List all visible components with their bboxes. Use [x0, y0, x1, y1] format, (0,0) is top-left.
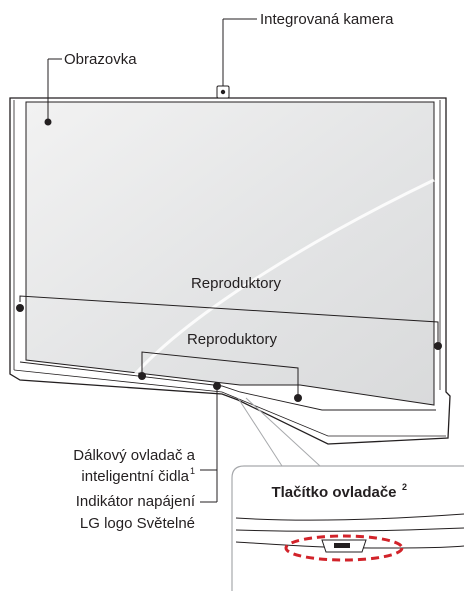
- speaker-right-dot: [434, 342, 442, 350]
- joystick-detail-bezel-top: [235, 513, 464, 521]
- speakers-bottom-leader: [141, 351, 299, 396]
- tv-bottom-edge: [13, 369, 446, 437]
- joystick-title: Tlačítko ovladače: [271, 484, 396, 501]
- screen: [25, 101, 435, 406]
- callout-line-right: [245, 397, 321, 467]
- joystick-title-sup: 2: [402, 482, 407, 492]
- power-label-line2: LG logo Světelné: [80, 515, 195, 532]
- joystick-detail-bezel-low: [235, 541, 464, 549]
- speaker-bottom-right-dot: [294, 394, 302, 402]
- joystick-button-inner: [334, 543, 350, 548]
- joystick-callout-box: [231, 465, 464, 591]
- power-label-line1: Indikátor napájení: [76, 493, 196, 510]
- remote-label-line1: Dálkový ovladač a: [73, 447, 195, 464]
- camera-label: Integrovaná kamera: [260, 11, 394, 28]
- screen-label: Obrazovka: [64, 51, 137, 68]
- screen-glare: [128, 178, 435, 381]
- callout-line-left: [237, 397, 283, 467]
- speaker-left-dot: [16, 304, 24, 312]
- joystick-detail-bezel-mid: [235, 527, 464, 532]
- remote-label-line2: inteligentní čidla: [81, 468, 189, 485]
- speaker-bottom-left-dot: [138, 372, 146, 380]
- tv-bottom-bezel: [19, 361, 436, 411]
- speakers-side-label: Reproduktory: [191, 275, 282, 292]
- camera-lens: [220, 89, 226, 95]
- speakers-bottom-label: Reproduktory: [187, 331, 278, 348]
- sensor-dot: [213, 382, 221, 390]
- remote-label-sup: 1: [190, 466, 195, 476]
- joystick-highlight-ring: [284, 534, 404, 562]
